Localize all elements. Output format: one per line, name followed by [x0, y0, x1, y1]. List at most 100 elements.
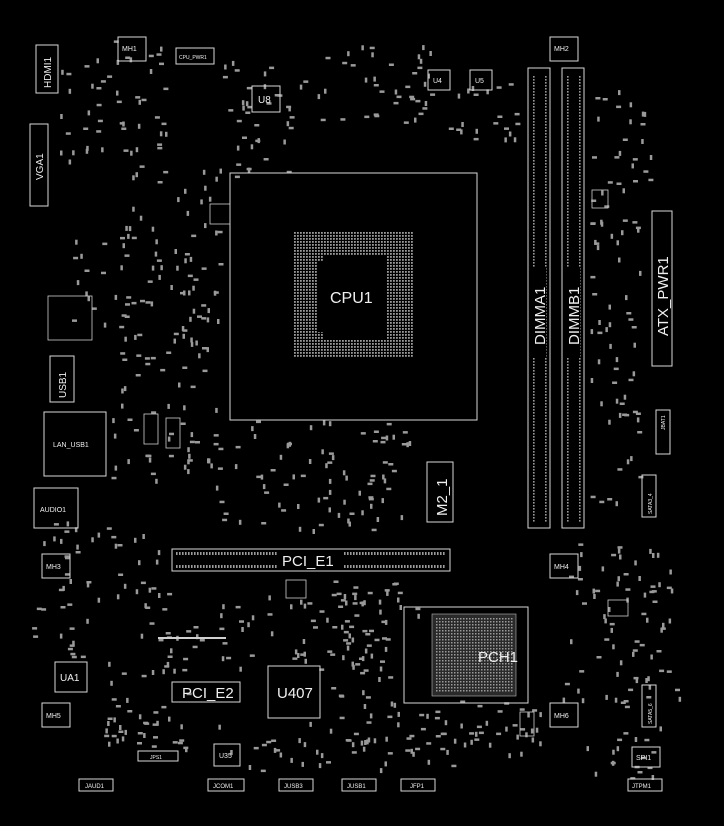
pch-ball: [490, 645, 492, 647]
pch-ball: [496, 621, 498, 623]
passive-pad: [260, 474, 264, 480]
atx-power-connector: ATX_PWR1: [651, 210, 673, 367]
dimm-pin: [579, 190, 581, 192]
passive-pad: [617, 576, 620, 582]
cpu-pin: [309, 262, 311, 264]
pch-ball: [472, 648, 474, 650]
cpu-pin: [396, 331, 398, 333]
pch-ball: [469, 675, 471, 677]
pch-ball: [472, 636, 474, 638]
passive-pad: [187, 459, 190, 465]
cpu-pin: [354, 253, 356, 255]
pch-ball: [481, 642, 483, 644]
pch-ball: [436, 621, 438, 623]
passive-pad: [96, 103, 102, 107]
cpu-pin: [393, 352, 395, 354]
pcie-pin: [401, 565, 403, 568]
passive-pad: [331, 593, 337, 597]
passive-pad: [279, 454, 283, 460]
passive-pad: [474, 738, 480, 741]
cpu-pin: [309, 259, 311, 261]
cpu-pin: [327, 352, 329, 354]
cpu-pin: [390, 337, 392, 339]
pch-ball: [502, 621, 504, 623]
dimm-pin: [567, 454, 569, 456]
pch-ball: [457, 651, 459, 653]
passive-pad: [167, 436, 171, 442]
passive-pad: [222, 75, 228, 79]
passive-pad: [424, 101, 428, 106]
cpu-pin: [360, 346, 362, 348]
passive-pad: [426, 713, 429, 719]
pcie-pin: [413, 565, 415, 568]
passive-pad: [343, 630, 349, 634]
passive-pad: [597, 331, 603, 335]
pch-ball: [451, 660, 453, 662]
pch-ball: [478, 624, 480, 626]
pcie-pin: [437, 552, 439, 555]
passive-pad: [632, 649, 638, 652]
pch-ball: [439, 687, 441, 689]
passive-pad: [87, 110, 91, 116]
dimm-pin: [533, 430, 535, 432]
cpu-pin: [411, 340, 413, 342]
dimm-pin: [545, 400, 547, 402]
cpu-pin: [306, 325, 308, 327]
dimm-pin: [533, 154, 535, 156]
pch-ball: [448, 672, 450, 674]
cpu-pin: [315, 241, 317, 243]
passive-pad: [590, 222, 596, 225]
passive-pad: [149, 69, 153, 74]
dimm-pin: [545, 361, 547, 363]
pch-ball: [499, 627, 501, 629]
passive-pad: [637, 431, 643, 434]
passive-pad: [153, 711, 159, 714]
cpu-pin: [360, 235, 362, 237]
cpu-pin: [327, 232, 329, 234]
dimm-pin: [567, 262, 569, 264]
cpu-pin: [405, 250, 407, 252]
cpu-pin: [411, 322, 413, 324]
passive-pad: [352, 592, 358, 596]
cpu-pin: [321, 232, 323, 234]
dimm-pin: [579, 430, 581, 432]
passive-pad: [158, 274, 161, 280]
cpu-pin: [402, 301, 404, 303]
pch-ball: [508, 666, 510, 668]
pch-ball: [502, 669, 504, 671]
passive-pad: [297, 504, 300, 509]
cpu-pin: [333, 250, 335, 252]
passive-pad: [86, 618, 89, 624]
passive-pad: [157, 146, 163, 150]
pch-ball: [469, 633, 471, 635]
cpu-pin: [357, 346, 359, 348]
cpu-pin: [408, 277, 410, 279]
pch-ball: [496, 681, 498, 683]
pcie-pin: [383, 552, 385, 555]
pcie-pin: [437, 565, 439, 568]
cpu-pin: [297, 337, 299, 339]
cpu-pin: [306, 322, 308, 324]
jaud1-label: JAUD1: [85, 784, 105, 790]
passive-pad: [179, 739, 185, 742]
passive-pad: [170, 285, 173, 290]
pch-ball: [502, 681, 504, 683]
cpu-pin: [303, 268, 305, 270]
dimm-pin: [567, 250, 569, 252]
dimm-pin: [567, 514, 569, 516]
passive-pad: [200, 199, 203, 205]
cpu-pin: [390, 280, 392, 282]
cpu-pin: [405, 313, 407, 315]
passive-pad: [516, 734, 519, 740]
pch-ball: [505, 624, 507, 626]
cpu-pin: [336, 352, 338, 354]
passive-pad: [326, 761, 331, 764]
dimm-pin: [567, 451, 569, 453]
dimm-pin: [545, 184, 547, 186]
cpu-pin: [330, 241, 332, 243]
passive-pad: [390, 701, 394, 707]
passive-pad: [328, 507, 331, 513]
cpu-pin: [297, 319, 299, 321]
pch-ball: [490, 654, 492, 656]
cpu-pin: [372, 235, 374, 237]
